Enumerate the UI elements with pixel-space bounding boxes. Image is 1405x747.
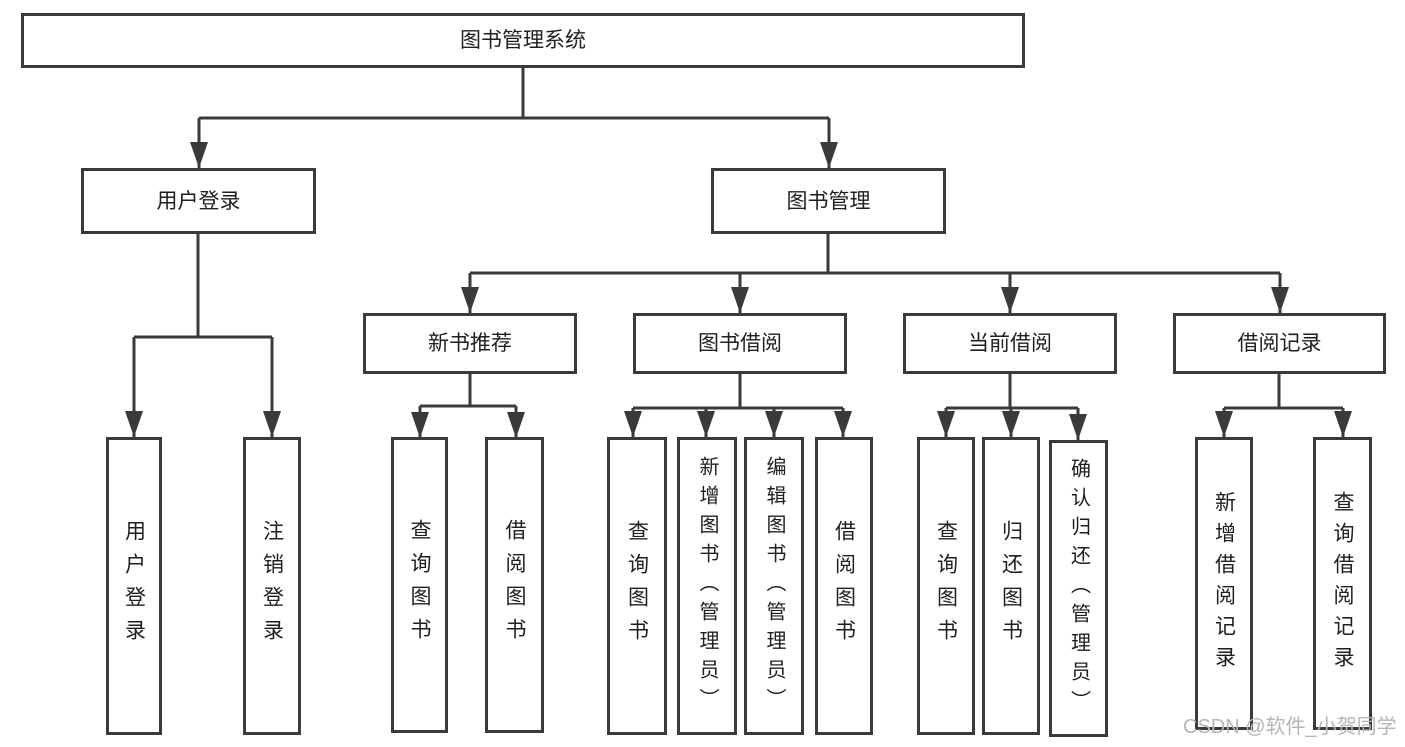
node-label: 编辑图书（管理员） bbox=[763, 455, 785, 717]
node-edit-book-admin-leaf: 编辑图书（管理员） bbox=[744, 437, 804, 735]
node-label: 查询图书 bbox=[625, 520, 649, 652]
node-user-login-leaf: 用户登录 bbox=[106, 437, 162, 735]
node-label: 归还图书 bbox=[999, 520, 1023, 652]
csdn-watermark: CSDN @软件_小贺同学 bbox=[1183, 716, 1397, 738]
node-label: 新增借阅记录 bbox=[1212, 490, 1236, 677]
node-return-book-leaf: 归还图书 bbox=[982, 437, 1040, 735]
node-confirm-return-admin-leaf: 确认归还（管理员） bbox=[1049, 440, 1108, 737]
node-root-system: 图书管理系统 bbox=[21, 13, 1025, 68]
node-logout-leaf: 注销登录 bbox=[243, 437, 301, 735]
node-query-book-leaf: 查询图书 bbox=[391, 437, 448, 733]
node-add-borrow-record-leaf: 新增借阅记录 bbox=[1195, 437, 1253, 730]
node-borrow-book-leaf: 借阅图书 bbox=[485, 437, 544, 733]
node-label: 当前借阅 bbox=[968, 332, 1052, 355]
node-label: 查询借阅记录 bbox=[1331, 490, 1354, 677]
node-label: 图书管理 bbox=[786, 189, 871, 213]
node-label: 查询图书 bbox=[408, 519, 431, 651]
node-query-book-leaf: 查询图书 bbox=[607, 437, 667, 735]
node-label: 新增图书（管理员） bbox=[696, 455, 718, 717]
node-label: 新书推荐 bbox=[428, 332, 512, 355]
node-label: 图书管理系统 bbox=[460, 29, 586, 52]
node-current-borrow: 当前借阅 bbox=[903, 313, 1117, 374]
node-book-management: 图书管理 bbox=[711, 168, 946, 234]
node-label: 借阅记录 bbox=[1237, 332, 1322, 355]
node-borrow-book-leaf: 借阅图书 bbox=[815, 437, 873, 735]
node-label: 用户登录 bbox=[122, 520, 146, 652]
node-label: 确认归还（管理员） bbox=[1067, 458, 1090, 719]
node-query-book-leaf: 查询图书 bbox=[917, 437, 975, 735]
node-user-login: 用户登录 bbox=[81, 168, 316, 234]
node-label: 借阅图书 bbox=[832, 520, 856, 652]
node-book-borrow: 图书借阅 bbox=[633, 313, 847, 374]
node-label: 查询图书 bbox=[934, 520, 958, 652]
node-label: 注销登录 bbox=[260, 520, 284, 652]
node-new-book-recommend: 新书推荐 bbox=[363, 313, 577, 374]
node-add-book-admin-leaf: 新增图书（管理员） bbox=[677, 437, 737, 735]
node-query-borrow-record-leaf: 查询借阅记录 bbox=[1313, 437, 1372, 730]
node-label: 借阅图书 bbox=[503, 519, 526, 651]
node-borrow-records: 借阅记录 bbox=[1173, 313, 1386, 374]
node-label: 图书借阅 bbox=[698, 332, 782, 355]
node-label: 用户登录 bbox=[156, 189, 241, 213]
